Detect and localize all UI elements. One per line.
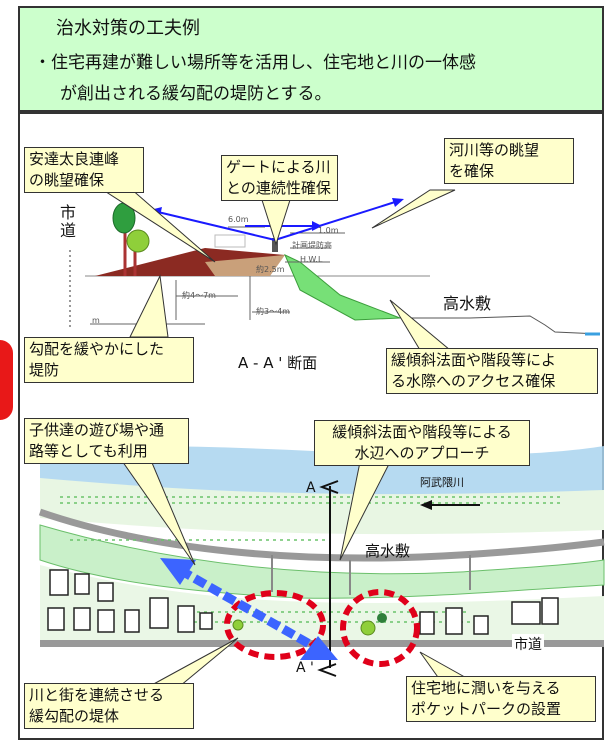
plan-high-water-bed: 高水敷: [365, 542, 411, 560]
dim-top: 6.0m: [228, 215, 249, 224]
header-line-2: が創出される緩勾配の堤防とする。: [60, 84, 332, 104]
section-label: A - A ' 断面: [238, 354, 318, 372]
header-line-1: ・住宅再建が難しい場所等を活用し、住宅地と川の一体感: [34, 53, 476, 73]
callout-pocket-park: 住宅地に潤いを与えるポケットパークの設置: [406, 676, 596, 722]
plan-city-road: 市道: [512, 634, 544, 654]
dim-3-4: 約3～4m: [256, 307, 290, 316]
dim-m: m: [92, 316, 100, 325]
callout-river-view: 河川等の眺望を確保: [444, 138, 574, 184]
red-zone-left: [224, 590, 326, 660]
header-title: 治水対策の工夫例: [56, 18, 200, 39]
blue-dashed-arrow: [177, 566, 323, 654]
callout-waterside-approach: 緩傾斜法面や階段等による水辺へのアプローチ: [314, 420, 530, 466]
dim-2-5: 約2.5m: [256, 265, 285, 274]
callout-adachi-view: 安達太良連峰の眺望確保: [24, 147, 144, 193]
left-red-tab: [0, 340, 13, 420]
callout-children: 子供達の遊び場や通路等としても利用: [24, 418, 189, 464]
callout-waterside-access: 緩傾斜法面や階段等による水際へのアクセス確保: [386, 348, 598, 394]
plan-a-top: A: [306, 480, 316, 496]
hwl-label: H.W.L: [300, 255, 323, 264]
section-high-water-bed: 高水敷: [443, 294, 492, 313]
plan-levee-label: 計画堤防高: [292, 241, 332, 250]
callout-levee-body: 川と街を連続させる緩勾配の堤体: [24, 683, 194, 729]
plan-a-bottom: A ': [296, 660, 314, 676]
city-road-vertical: 市道: [60, 203, 77, 240]
houses: [47, 569, 559, 635]
header-box: 治水対策の工夫例 ・住宅再建が難しい場所等を活用し、住宅地と川の一体感 が創出さ…: [18, 6, 604, 112]
callout-gentle-levee: 勾配を緩やかにした堤防: [24, 337, 194, 383]
callout-gate: ゲートによる川との連続性確保: [221, 155, 338, 201]
red-zone-right: [340, 589, 420, 667]
dim-4-7: 約4～7m: [182, 291, 216, 300]
dim-right: 1.0m: [318, 226, 339, 235]
river-name: 阿武隈川: [420, 476, 464, 489]
green-slope: [284, 253, 401, 321]
